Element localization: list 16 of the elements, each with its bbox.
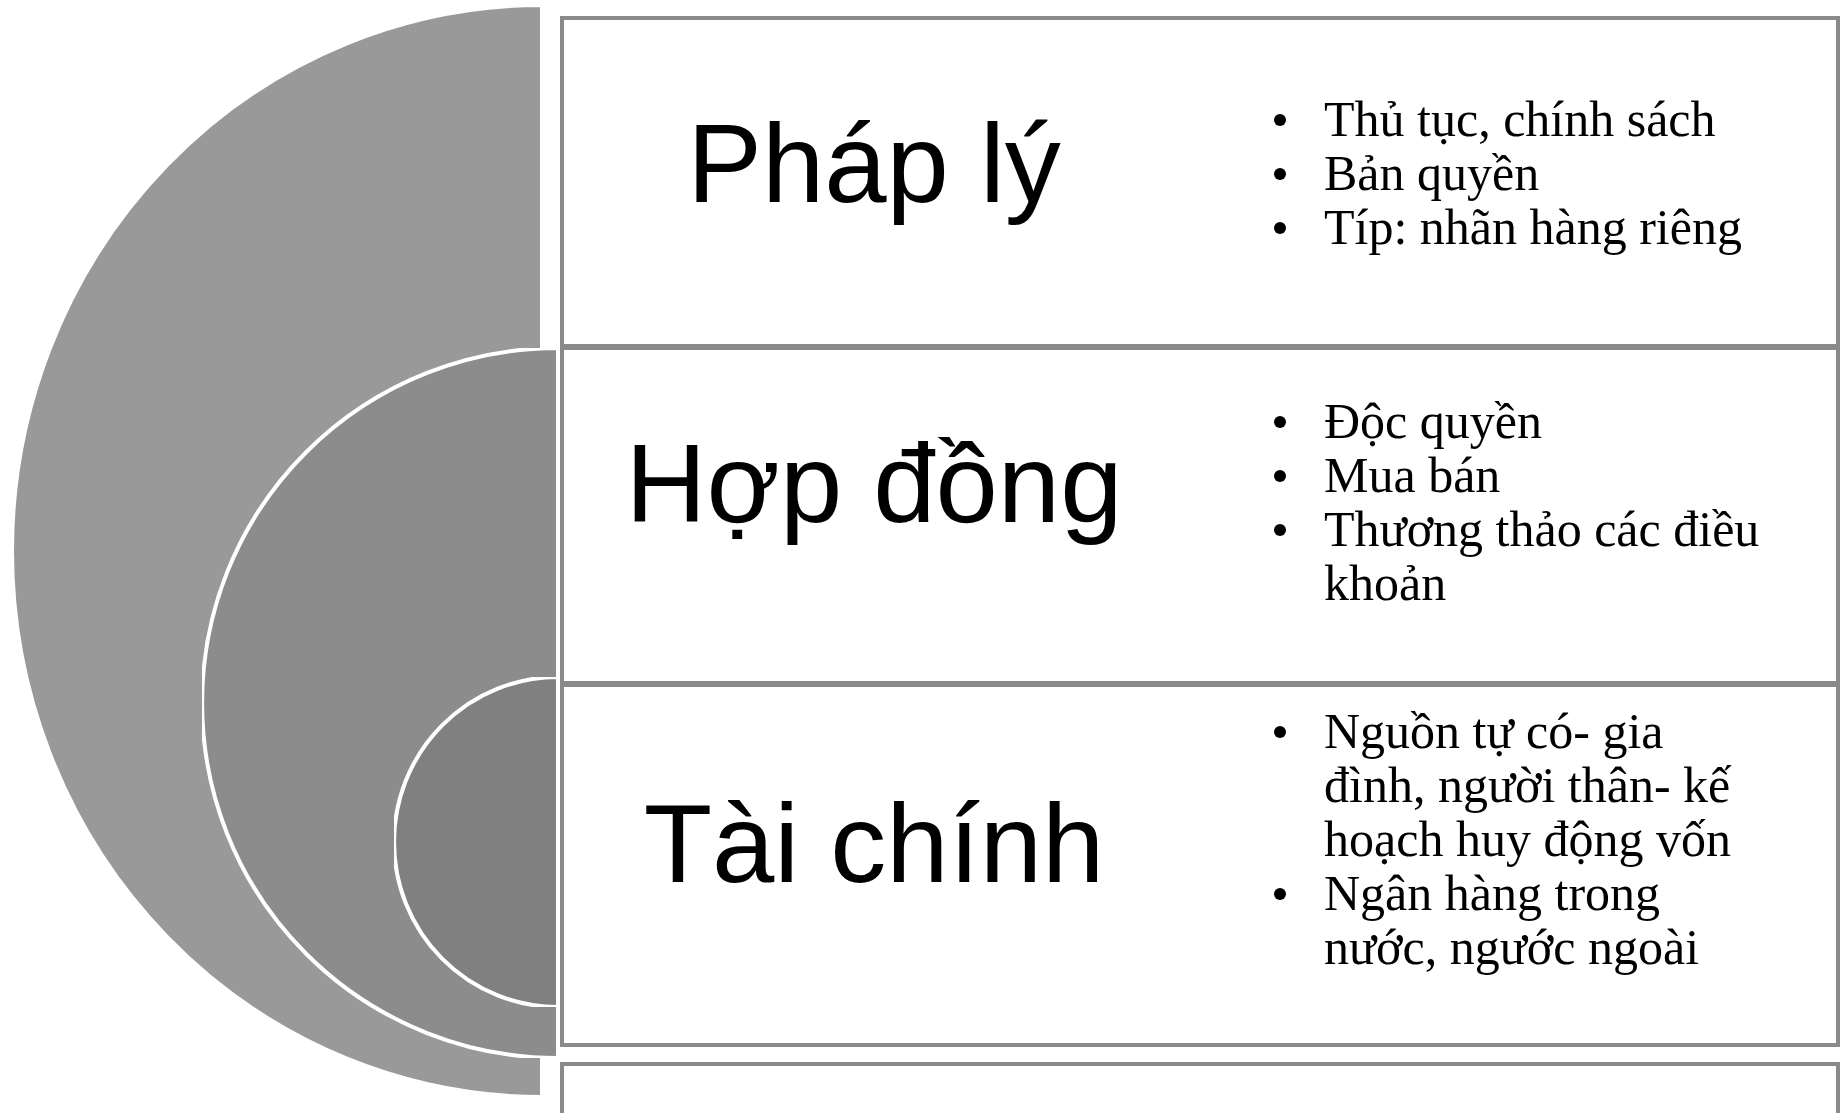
category-heading: Tài chính	[642, 784, 1106, 904]
bullet-item: Độc quyền	[1324, 394, 1542, 448]
category-box	[560, 683, 1840, 1047]
bullet-item: Ngân hàng trong nước, ngước ngoài	[1324, 866, 1701, 974]
category-heading: Pháp lý	[686, 104, 1062, 224]
bullet-item: Bản quyền	[1324, 146, 1540, 200]
bullet-item: Thương thảo các điều khoản	[1324, 502, 1761, 610]
bullet-item: Mua bán	[1324, 448, 1501, 502]
bullet-item: Típ: nhãn hàng riêng	[1324, 200, 1742, 254]
bullet-item: Thủ tục, chính sách	[1324, 92, 1716, 146]
bullet-item: Nguồn tự có- gia đình, người thân- kế hoạch huy động vốn	[1324, 704, 1733, 866]
semicircle-shape	[394, 677, 558, 1007]
category-heading: Hợp đồng	[624, 424, 1124, 544]
category-box	[560, 16, 1840, 348]
category-box	[560, 346, 1840, 685]
panel-box	[560, 1062, 1840, 1113]
